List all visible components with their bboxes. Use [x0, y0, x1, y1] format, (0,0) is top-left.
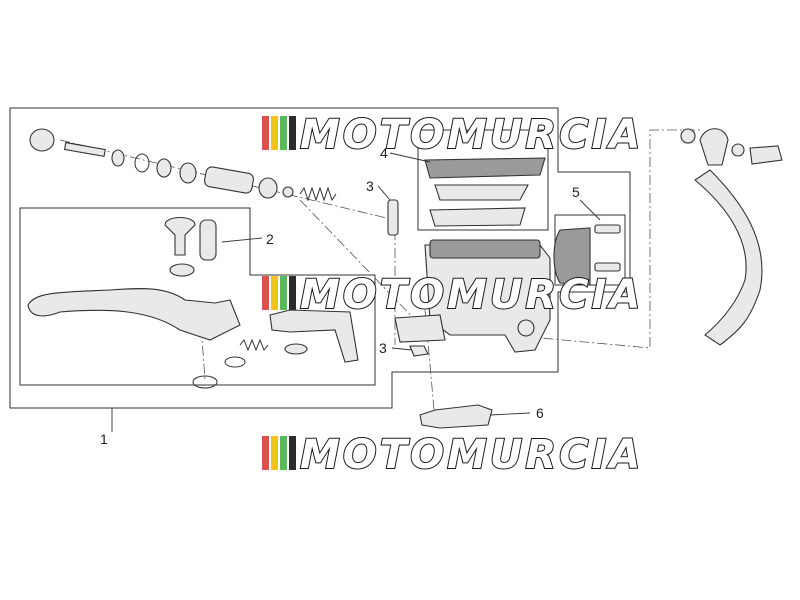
- callout-2: 2: [266, 231, 274, 247]
- handlebar-clamp: [553, 224, 621, 286]
- cap-plate: [434, 184, 529, 201]
- hose-line: [694, 169, 763, 346]
- lever-group-outline: [19, 207, 376, 386]
- circlip: [134, 153, 150, 173]
- circlip-middle: [224, 356, 246, 368]
- master-cylinder: [387, 199, 551, 357]
- leader-6: [489, 412, 531, 416]
- pivot-pin: [164, 216, 196, 256]
- callout-6: 6: [536, 405, 544, 421]
- circlip-lower: [192, 375, 218, 389]
- watermark-middle: MOTOMURCIA: [262, 271, 643, 319]
- cup-seal: [258, 177, 278, 199]
- lever-bracket: [269, 309, 359, 363]
- assembly-outline: [9, 107, 631, 409]
- watermark-text: MOTOMURCIA: [300, 272, 643, 318]
- watermark-text: MOTOMURCIA: [300, 432, 643, 478]
- lever-spring: [239, 338, 269, 352]
- callout-3-bottom: 3: [379, 340, 387, 356]
- leader-4: [389, 152, 431, 163]
- leader-5: [579, 199, 601, 221]
- callout-3-top: 3: [366, 178, 374, 194]
- assembly-axis-line: [299, 199, 421, 326]
- reservoir-cap: [424, 157, 546, 179]
- clamp-screw-top: [594, 224, 621, 234]
- brake-switch: [419, 404, 493, 429]
- callout-4: 4: [380, 145, 388, 161]
- watermark-text: MOTOMURCIA: [300, 112, 643, 158]
- callout-5: 5: [572, 184, 580, 200]
- outlet-port: [517, 319, 535, 337]
- lever-parts: [27, 216, 359, 389]
- brake-hose: [680, 128, 783, 346]
- reservoir-cover-parts: [424, 157, 546, 227]
- reservoir-top: [429, 239, 541, 259]
- cylinder-bore: [394, 314, 446, 343]
- banjo-bolt: [749, 145, 783, 165]
- watermark-bottom: MOTOMURCIA: [262, 431, 643, 479]
- seal-ring: [156, 158, 172, 178]
- banjo-fitting: [699, 128, 729, 166]
- clamp-screw-bottom: [594, 262, 621, 272]
- assembly-axis-line: [399, 129, 700, 349]
- switch-body: [419, 404, 493, 429]
- assembly-axis-line: [199, 309, 206, 381]
- hose-washer-2: [731, 143, 745, 157]
- callout-1: 1: [100, 431, 108, 447]
- screw-3-top: [387, 199, 399, 236]
- lever-washer: [169, 263, 195, 277]
- o-ring: [179, 162, 197, 184]
- piston-kit: [29, 128, 337, 202]
- piston: [204, 166, 254, 194]
- washer-small: [282, 186, 294, 198]
- brake-lever: [27, 288, 241, 341]
- nut-3-bottom: [409, 345, 429, 357]
- leader-3-bottom: [391, 347, 413, 351]
- washer: [111, 149, 125, 167]
- cover-group-outline: [417, 129, 549, 231]
- hose-washer-1: [680, 128, 696, 144]
- bracket-washer: [284, 343, 308, 355]
- adjuster-bushing: [199, 219, 217, 261]
- leader-2: [221, 237, 263, 243]
- return-spring: [299, 186, 337, 202]
- pushrod: [63, 141, 106, 158]
- dust-boot: [29, 128, 55, 152]
- watermark-top: MOTOMURCIA: [262, 111, 643, 159]
- leader-3-top: [377, 185, 391, 201]
- clamp: [553, 227, 591, 286]
- diaphragm: [429, 207, 526, 227]
